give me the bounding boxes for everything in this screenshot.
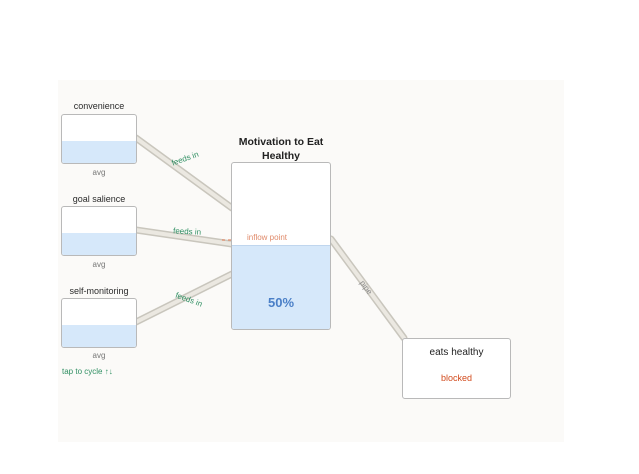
pipe-goal-salience — [132, 226, 236, 248]
source-fill-convenience — [62, 141, 136, 163]
pipe-convenience — [132, 134, 236, 212]
outcome-title: eats healthy — [429, 347, 484, 358]
source-fill-goal-salience — [62, 233, 136, 255]
source-fill-self-monitoring — [62, 325, 136, 347]
outcome-box: eats healthy blocked — [402, 338, 511, 399]
source-caption-self-monitoring: avg — [92, 351, 106, 360]
source-tank-goal-salience[interactable] — [61, 206, 137, 256]
source-caption-convenience: avg — [92, 168, 106, 177]
source-title-self-monitoring: self-monitoring — [69, 286, 129, 296]
main-tank — [231, 162, 331, 330]
main-tank-title: Motivation to Eat Healthy — [238, 136, 324, 162]
pipe-self-monitoring — [132, 270, 236, 326]
source-tank-self-monitoring[interactable] — [61, 298, 137, 348]
feed-label-convenience: feeds in — [170, 150, 199, 168]
source-title-goal-salience: goal salience — [72, 194, 126, 204]
source-caption-goal-salience: avg — [92, 260, 106, 269]
main-tank-percent: 50% — [267, 295, 295, 310]
outcome-status: blocked — [440, 373, 473, 383]
source-title-convenience: convenience — [73, 101, 125, 111]
inflow-point-label: inflow point — [247, 233, 288, 242]
source-tank-convenience[interactable] — [61, 114, 137, 164]
feed-label-goal-salience: feeds in — [173, 226, 201, 236]
main-tank-fill — [232, 245, 330, 329]
pipe-outflow — [327, 235, 408, 342]
cycle-hint[interactable]: tap to cycle ↑↓ — [62, 367, 113, 376]
